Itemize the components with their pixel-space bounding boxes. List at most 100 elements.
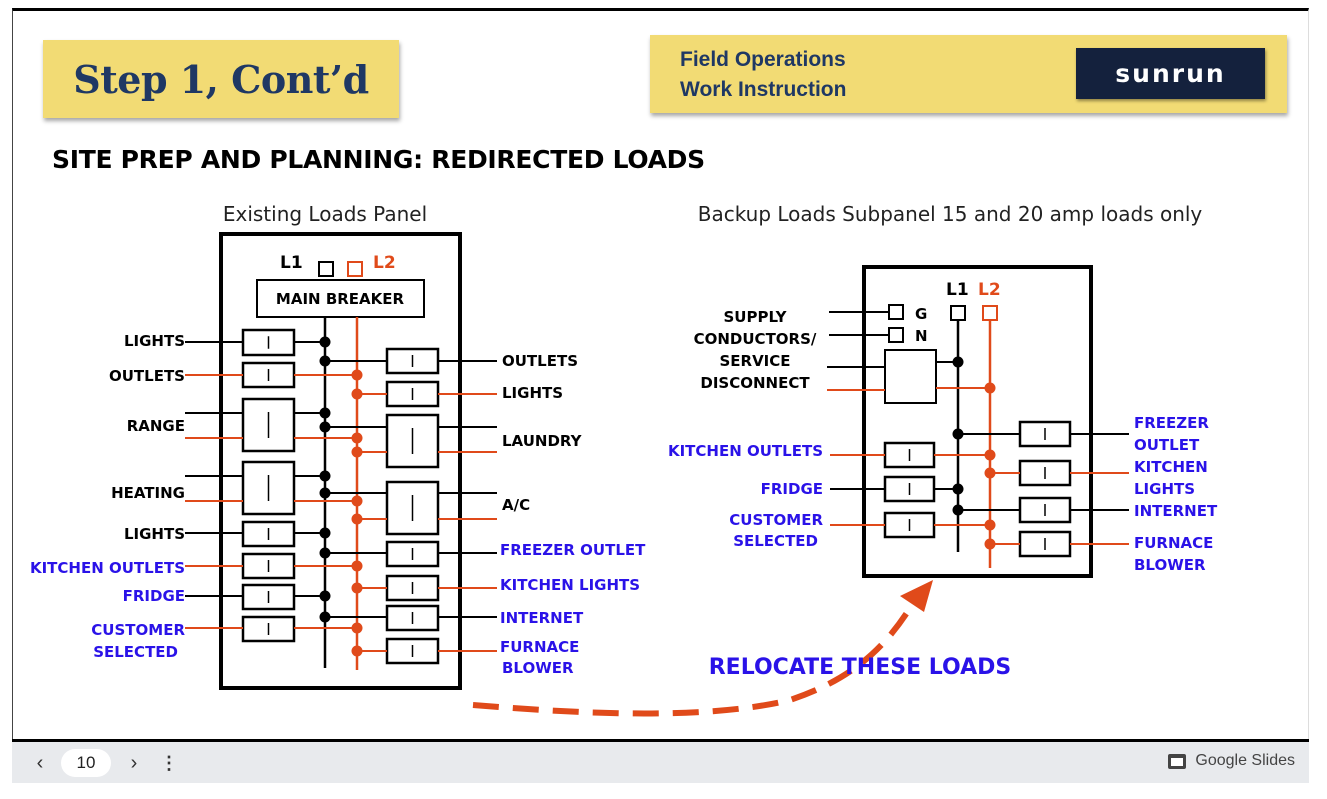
section-title: SITE PREP AND PLANNING: REDIRECTED LOADS	[52, 145, 705, 174]
relocate-label: RELOCATE THESE LOADS	[709, 655, 1012, 680]
junction-dot	[351, 582, 363, 594]
slides-bottom-bar: ‹ 10 › ⋮ Google Slides	[12, 742, 1309, 783]
junction-dot	[351, 432, 363, 444]
right-load-label: INTERNET	[500, 609, 584, 627]
junction-dot	[351, 495, 363, 507]
left-load-label: OUTLETS	[109, 367, 185, 385]
supply-label-3: SERVICE	[719, 352, 790, 370]
junction-dot	[319, 590, 331, 602]
junction-dot	[319, 470, 331, 482]
l2-label: L2	[373, 253, 396, 273]
supply-label-2: CONDUCTORS/	[694, 330, 817, 348]
junction-dot	[952, 483, 964, 495]
backup-loads-subpanel: L1 L2 G N SUPPLY CONDUCTORS/ SERVICE DIS…	[668, 265, 1218, 578]
junction-dot	[319, 407, 331, 419]
relocate-arrow	[472, 598, 918, 717]
l1-terminal	[950, 305, 966, 321]
step-title: Step 1, Cont’d	[73, 56, 369, 102]
chevron-left-icon[interactable]: ‹	[36, 751, 44, 774]
junction-dot	[319, 527, 331, 539]
junction-dot	[319, 547, 331, 559]
supply-label-4: DISCONNECT	[700, 374, 810, 392]
right-load-label: KITCHEN LIGHTS	[500, 576, 640, 594]
right-load-label: OUTLETS	[502, 352, 578, 370]
page-number[interactable]: 10	[61, 749, 111, 777]
junction-dot	[351, 622, 363, 634]
junction-dot	[984, 538, 996, 550]
right-load-label: FURNACE	[500, 638, 579, 656]
slides-icon	[1168, 753, 1187, 769]
right-load-label: LIGHTS	[502, 384, 563, 402]
wiring-diagram: Existing Loads Panel Backup Loads Subpan…	[30, 202, 1218, 717]
left-load-label: SELECTED	[93, 643, 178, 661]
left-load-label: LIGHTS	[124, 525, 185, 543]
left-load-label: CUSTOMER	[729, 511, 823, 529]
l2-terminal	[347, 261, 363, 277]
left-load-label: HEATING	[111, 484, 185, 502]
existing-panel-caption: Existing Loads Panel	[223, 202, 427, 226]
right-load-label: INTERNET	[1134, 502, 1218, 520]
backup-panel-caption: Backup Loads Subpanel 15 and 20 amp load…	[698, 202, 1203, 226]
header-box: Field Operations Work Instruction sunrun	[650, 35, 1287, 113]
junction-dot	[984, 382, 996, 394]
main-breaker	[256, 279, 425, 318]
right-load-label: A/C	[502, 496, 530, 514]
chevron-right-icon[interactable]: ›	[130, 751, 138, 774]
more-vert-icon[interactable]: ⋮	[160, 752, 178, 773]
right-load-label: KITCHEN	[1134, 458, 1208, 476]
junction-dot	[952, 428, 964, 440]
right-load-label: FREEZER OUTLET	[500, 541, 646, 559]
left-load-label: CUSTOMER	[91, 621, 185, 639]
main-breaker-label: MAIN BREAKER	[276, 290, 405, 308]
right-load-label: BLOWER	[502, 659, 574, 677]
ground-label: G	[915, 305, 927, 323]
junction-dot	[351, 388, 363, 400]
subpanel-enclosure	[862, 265, 1093, 578]
relocate-arrowhead-icon	[900, 580, 933, 612]
google-slides-link[interactable]: Google Slides	[1168, 752, 1295, 770]
neutral-label: N	[915, 327, 928, 345]
junction-dot	[351, 560, 363, 572]
left-load-label: RANGE	[127, 417, 185, 435]
left-load-label: KITCHEN OUTLETS	[30, 559, 185, 577]
left-load-label: SELECTED	[733, 532, 818, 550]
junction-dot	[351, 513, 363, 525]
junction-dot	[319, 611, 331, 623]
brand-label: Google Slides	[1195, 752, 1295, 769]
l1-label: L1	[280, 253, 303, 273]
junction-dot	[351, 446, 363, 458]
supply-label-1: SUPPLY	[723, 308, 787, 326]
junction-dot	[351, 369, 363, 381]
right-load-label: LAUNDRY	[502, 432, 583, 450]
junction-dot	[952, 356, 964, 368]
junction-dot	[319, 421, 331, 433]
junction-dot	[319, 487, 331, 499]
right-load-label: OUTLET	[1134, 436, 1200, 454]
l2-label: L2	[978, 280, 1001, 300]
junction-dot	[952, 504, 964, 516]
ground-terminal	[888, 304, 904, 320]
right-load-label: FURNACE	[1134, 534, 1213, 552]
panel-enclosure	[219, 232, 462, 690]
sunrun-logo: sunrun	[1076, 48, 1265, 99]
right-load-label: LIGHTS	[1134, 480, 1195, 498]
header-line-1: Field Operations	[680, 48, 846, 71]
breaker	[385, 574, 440, 602]
right-load-label: FREEZER	[1134, 414, 1209, 432]
service-disconnect-breaker	[884, 349, 937, 404]
left-load-label: LIGHTS	[124, 332, 185, 350]
l2-terminal	[982, 305, 998, 321]
junction-dot	[319, 355, 331, 367]
left-load-label: FRIDGE	[123, 587, 185, 605]
junction-dot	[319, 336, 331, 348]
l1-terminal	[318, 261, 334, 277]
header-line-2: Work Instruction	[680, 78, 847, 101]
junction-dot	[351, 645, 363, 657]
logo-text: sunrun	[1115, 59, 1226, 88]
junction-dot	[984, 467, 996, 479]
slide-border	[12, 739, 1309, 742]
l1-label: L1	[946, 280, 969, 300]
neutral-terminal	[888, 327, 904, 343]
junction-dot	[984, 449, 996, 461]
existing-loads-panel: L1 L2 MAIN BREAKER LIGHTS OUTLETS RANGE HEA…	[30, 232, 646, 690]
